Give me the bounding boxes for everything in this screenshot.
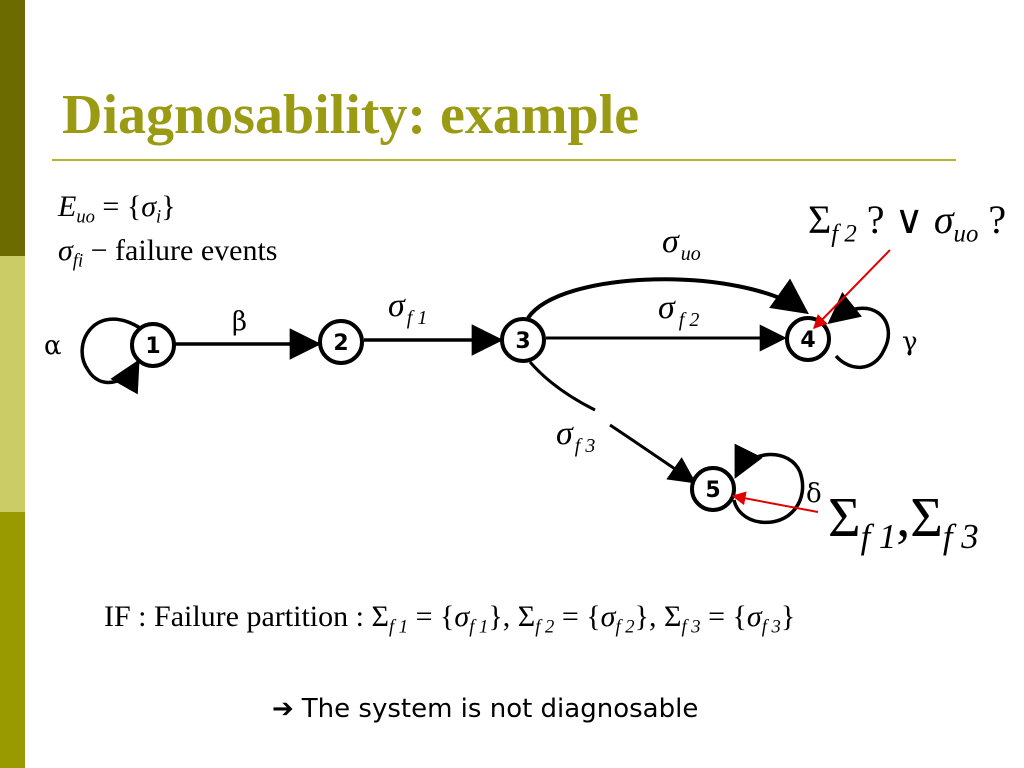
formula-question-q2: ?: [978, 197, 1007, 242]
conclusion-text: The system is not diagnosable: [301, 694, 699, 724]
formula-if-p2-sig-sub: f 2: [615, 616, 635, 638]
formula-question: Σf 2 ? ∨ σuo ?: [808, 196, 1006, 249]
formula-if-p3: Σ: [663, 600, 682, 633]
formula-state5-label: Σf 1,Σf 3: [828, 486, 979, 557]
formula-s5-comma: ,: [896, 487, 911, 549]
formula-question-q1: ? ∨: [856, 197, 934, 242]
edge-sigma-f3-arrow: [609, 423, 697, 484]
title-underline: [52, 159, 956, 161]
edge-sigma-f2-sub: f 2: [679, 309, 700, 331]
formula-question-sym: Σ: [808, 197, 832, 242]
state-node-3: 3: [500, 317, 546, 363]
sidebar-block-bottom: [0, 512, 25, 768]
formula-e-uo: Euo = {σi}: [58, 190, 176, 229]
formula-if-p3-sig-sub: f 3: [761, 616, 781, 638]
formula-failure-sigma: σ: [58, 234, 73, 267]
state-node-4-label: 4: [800, 328, 815, 353]
formula-e-uo-eq: = {: [94, 190, 142, 223]
formula-s5-sym1-sub: f 1: [860, 517, 897, 557]
formula-if-p3-close: }: [780, 600, 796, 633]
formula-failure-sigma-sub: fi: [72, 250, 84, 272]
state-node-5: 5: [690, 466, 736, 512]
sidebar-stripe: [0, 0, 25, 768]
edge-sigma-f3-sym: σ: [556, 415, 574, 452]
formula-s5-sym2-sub: f 3: [942, 517, 979, 557]
state-node-3-label: 3: [515, 329, 530, 354]
formula-if-p2-close: },: [634, 600, 664, 633]
formula-if-p1-sig-sub: f 1: [469, 616, 489, 638]
sidebar-block-top: [0, 0, 25, 256]
formula-question-sigma-sub: uo: [953, 220, 979, 248]
formula-if-p1: Σ: [371, 600, 389, 633]
conclusion-line: ➔The system is not diagnosable: [272, 694, 698, 724]
edge-sigma-uo-sym: σ: [662, 223, 680, 260]
arrow-right-icon: ➔: [272, 694, 294, 724]
edge-delta-label: δ: [806, 479, 822, 509]
formula-s5-sym1: Σ: [828, 487, 861, 549]
formula-e-uo-close: }: [161, 190, 176, 223]
edge-sigma-f2-sym: σ: [658, 289, 676, 326]
pointer-to-state-5: [731, 491, 819, 513]
formula-if-p2-eq: = {: [554, 600, 601, 633]
slide-title: Diagnosability: example: [62, 84, 640, 146]
formula-if-p1-sig: σ: [454, 600, 470, 633]
formula-if-p2: Σ: [517, 600, 536, 633]
edge-alpha-loop: [80, 317, 141, 395]
state-node-2: 2: [318, 319, 364, 365]
formula-if-p1-eq: = {: [408, 600, 455, 633]
edge-sigma-uo: [526, 277, 809, 320]
edge-delta-loop: [732, 443, 805, 525]
formula-e-uo-sigma-sub: i: [156, 206, 162, 228]
edge-beta-label: β: [232, 307, 247, 337]
formula-e-uo-sigma: σ: [141, 190, 157, 223]
formula-if-prefix: IF : Failure partition :: [104, 600, 372, 633]
formula-e-uo-lhs-sub: uo: [76, 206, 95, 228]
formula-question-sigma: σ: [933, 197, 954, 242]
edge-sigma-f3: [528, 361, 596, 412]
formula-if-p3-sub: f 3: [681, 616, 701, 638]
formula-question-sym-sub: f 2: [831, 220, 857, 248]
formula-failure-events: σfi − failure events: [58, 234, 277, 273]
state-node-2-label: 2: [333, 331, 348, 356]
state-node-1: 1: [130, 322, 176, 368]
edge-alpha-label: α: [44, 331, 62, 361]
formula-if-partition: IF : Failure partition : Σf 1 = {σf 1}, …: [104, 600, 795, 639]
formula-if-p3-eq: = {: [700, 600, 747, 633]
edge-gamma-label: γ: [902, 327, 918, 357]
formula-if-p2-sig: σ: [600, 600, 616, 633]
state-node-4: 4: [785, 316, 831, 362]
edge-sigma-uo-sub: uo: [681, 243, 701, 265]
formula-s5-sym2: Σ: [910, 487, 943, 549]
edge-sigma-f1-sym: σ: [388, 287, 406, 324]
formula-if-p2-sub: f 2: [535, 616, 555, 638]
edge-sigma-f3-sub: f 3: [575, 435, 596, 457]
formula-e-uo-lhs: E: [58, 190, 77, 223]
state-node-1-label: 1: [145, 334, 160, 359]
pointer-to-state-4: [813, 249, 891, 330]
formula-if-p1-sub: f 1: [388, 616, 409, 638]
state-node-5-label: 5: [705, 478, 720, 503]
sidebar-block-middle: [0, 256, 25, 512]
edge-sigma-f1-sub: f 1: [407, 307, 428, 329]
formula-failure-text: − failure events: [83, 234, 278, 267]
formula-if-p3-sig: σ: [746, 600, 762, 633]
formula-if-p1-close: },: [488, 600, 518, 633]
edge-gamma-loop: [827, 292, 891, 370]
